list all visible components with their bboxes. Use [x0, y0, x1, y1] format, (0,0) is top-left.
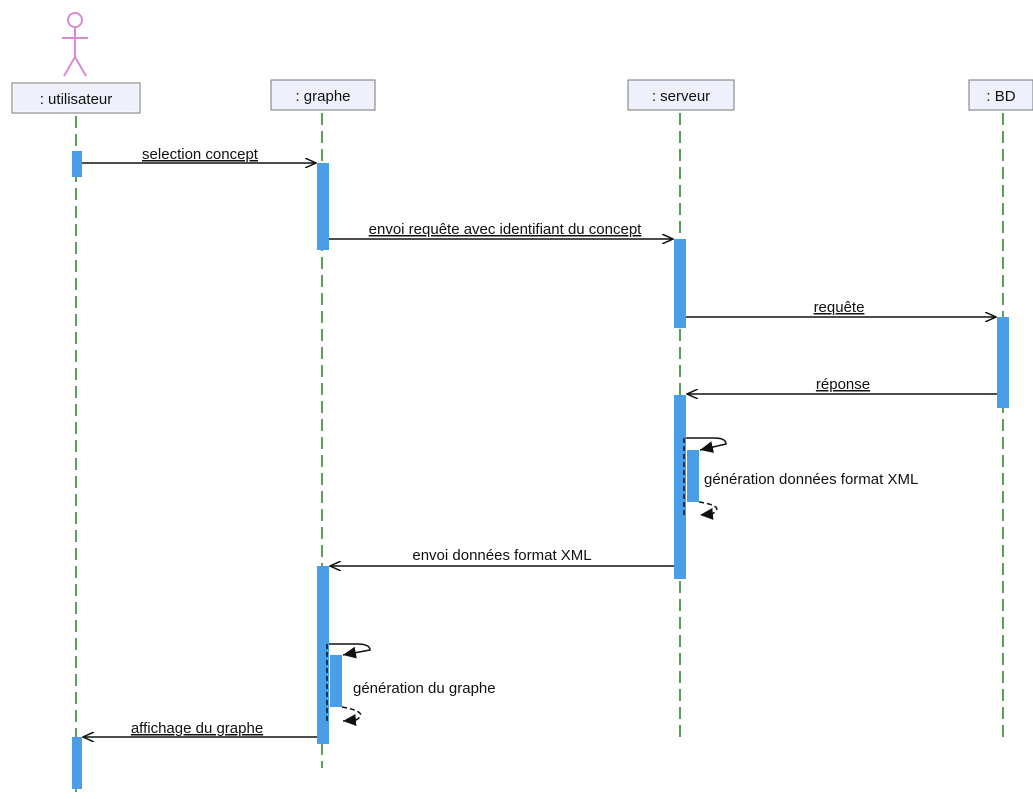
participant-graphe[interactable]: : graphe — [270, 79, 376, 111]
activation-serveur-nested — [687, 450, 699, 502]
message-label: génération du graphe — [353, 680, 496, 697]
participant-utilisateur-label: : utilisateur — [40, 91, 113, 108]
activation-graphe-nested — [330, 655, 342, 707]
message-envoi-donnees: envoi données format XML — [330, 547, 674, 566]
message-self-generation-xml: génération données format XML — [683, 437, 918, 515]
self-call-arrow — [329, 643, 371, 659]
message-label: envoi données format XML — [412, 547, 591, 564]
participant-serveur-label: : serveur — [652, 88, 710, 105]
participant-serveur[interactable]: : serveur — [627, 79, 735, 111]
activation-serveur-1 — [674, 239, 686, 328]
self-return-arrow — [326, 644, 362, 722]
message-label: affichage du graphe — [131, 720, 263, 737]
participant-graphe-label: : graphe — [295, 88, 350, 105]
actor-icon — [62, 12, 88, 77]
activation-serveur-2 — [674, 395, 686, 579]
participant-utilisateur[interactable]: : utilisateur — [11, 82, 141, 114]
message-selection-concept: selection concept — [82, 146, 316, 163]
self-return-arrow — [683, 438, 718, 515]
message-label: génération données format XML — [704, 471, 918, 488]
message-envoi-requete: envoi requête avec identifiant du concep… — [329, 221, 673, 239]
participant-bd-label: : BD — [986, 88, 1015, 105]
message-self-generation-graphe: génération du graphe — [326, 643, 496, 722]
message-label: réponse — [816, 376, 870, 393]
message-label: requête — [814, 299, 865, 316]
activation-utilisateur-2 — [72, 737, 82, 789]
message-affichage-graphe: affichage du graphe — [83, 720, 317, 737]
message-requete: requête — [686, 299, 996, 317]
activation-utilisateur-1 — [72, 151, 82, 177]
activation-bars — [72, 151, 1009, 789]
participant-bd[interactable]: : BD — [968, 79, 1033, 111]
message-reponse: réponse — [687, 376, 997, 394]
activation-graphe-1 — [317, 163, 329, 250]
message-label: selection concept — [142, 146, 259, 163]
activation-bd-1 — [997, 317, 1009, 408]
activation-graphe-2 — [317, 566, 329, 744]
lifelines — [75, 113, 1004, 792]
self-call-arrow — [686, 437, 727, 453]
message-label: envoi requête avec identifiant du concep… — [369, 221, 643, 238]
